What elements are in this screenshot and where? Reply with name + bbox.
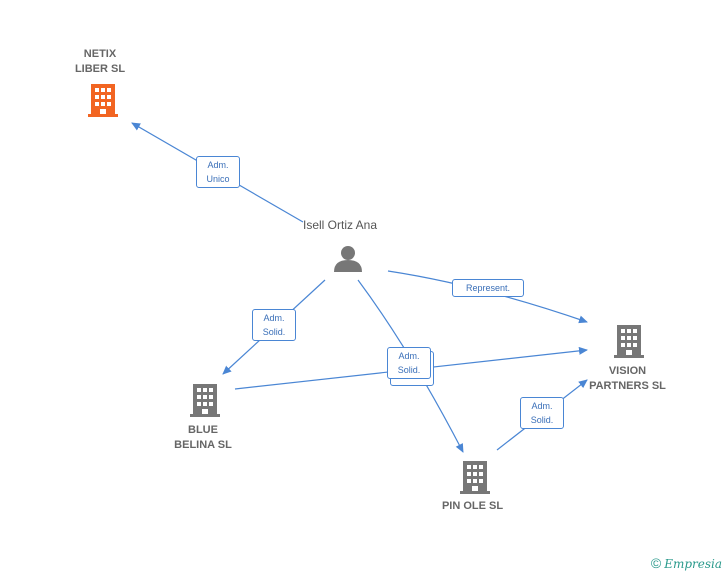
building-icon[interactable] [614, 325, 644, 358]
person-label[interactable]: Isell Ortiz Ana [303, 218, 378, 232]
edge-label-represent: Represent. [452, 279, 524, 297]
edge-label-adm-solid-blue: Adm. Solid. [252, 309, 296, 341]
company-label-vision[interactable]: VISION PARTNERS SL [589, 365, 666, 392]
company-label-netix[interactable]: NETIX LIBER SL [74, 48, 126, 75]
person-icon[interactable] [334, 246, 362, 272]
brand-logo: Empresia [664, 557, 722, 571]
company-label-blue[interactable]: BLUE BELINA SL [174, 424, 232, 451]
copyright-icon: © [650, 555, 662, 571]
edge-label-adm-unico: Adm. Unico [196, 156, 240, 188]
building-icon[interactable] [88, 84, 118, 117]
building-icon[interactable] [460, 461, 490, 494]
company-label-pinole[interactable]: PIN OLE SL [441, 500, 504, 512]
footer-brand: ©Empresia [651, 555, 722, 571]
building-icon[interactable] [190, 384, 220, 417]
edge-label-adm-solid-pinole: Adm. Solid. [520, 397, 564, 429]
edge-label-adm-solid-center: Adm. Solid. [387, 347, 431, 379]
